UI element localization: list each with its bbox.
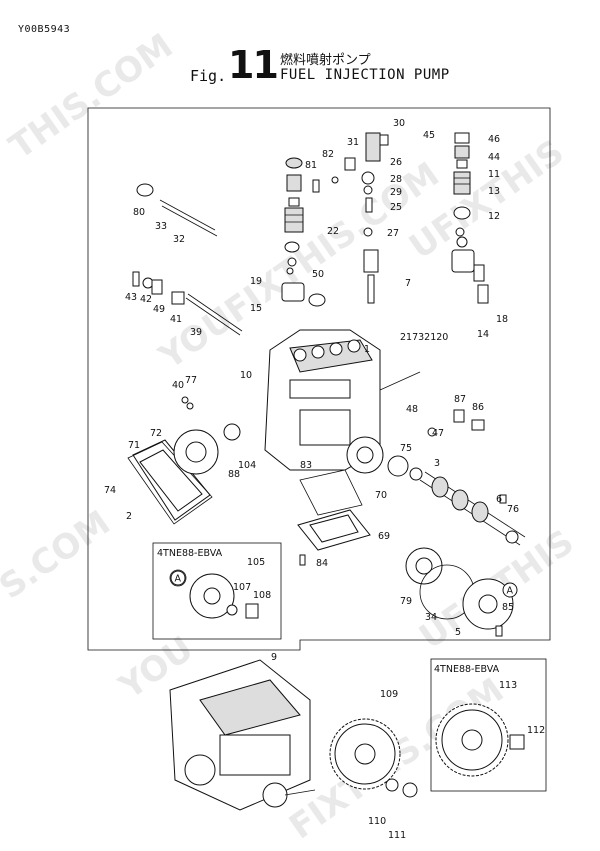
callout: 7	[405, 278, 411, 289]
figure-prefix: Fig.	[190, 67, 227, 85]
callout: 88	[228, 469, 240, 480]
callout: 41	[170, 314, 182, 325]
diagram-frame	[87, 107, 551, 651]
variant-box-main-title: 4TNE88-EBVA	[157, 548, 223, 559]
callout: 12	[488, 211, 500, 222]
callout: 80	[133, 207, 145, 218]
callout: 40	[172, 380, 184, 391]
callout: 29	[390, 187, 402, 198]
camshaft	[387, 455, 526, 546]
reference-marks: A A	[170, 570, 518, 598]
callout: 19	[250, 276, 262, 287]
callout: 82	[322, 149, 334, 160]
callout: 10	[240, 370, 252, 381]
callout: 9	[271, 652, 277, 663]
reference-mark-a: A	[175, 574, 182, 585]
callout: 28	[390, 174, 402, 185]
callout: 111	[388, 830, 406, 841]
callout: 39	[190, 327, 202, 338]
callout: 105	[247, 557, 265, 568]
callout: 15	[250, 303, 262, 314]
callout: 25	[390, 202, 402, 213]
side-cover-gasket	[127, 396, 241, 525]
assembled-pump	[169, 659, 316, 811]
callout: 43	[125, 292, 137, 303]
delivery-valve-group-left	[281, 157, 356, 307]
callout: 30	[393, 118, 405, 129]
callout: 21732120	[400, 332, 448, 343]
callout: 72	[150, 428, 162, 439]
pump-body	[264, 329, 421, 474]
callout: 2	[126, 511, 132, 522]
svg-text:THIS.COM: THIS.COM	[2, 26, 180, 167]
callout: 27	[387, 228, 399, 239]
callout: 3	[434, 458, 440, 469]
callout: 79	[400, 596, 412, 607]
callout: 81	[305, 160, 317, 171]
callout: 44	[488, 152, 500, 163]
callout: 84	[316, 558, 328, 569]
callout: 86	[472, 402, 484, 413]
callout: 6	[496, 494, 502, 505]
callout: 76	[507, 504, 519, 515]
left-small-parts	[132, 183, 243, 336]
callout: 75	[400, 443, 412, 454]
callout: 31	[347, 137, 359, 148]
callout: 14	[477, 329, 489, 340]
callout: 11	[488, 169, 500, 180]
callout: 110	[368, 816, 386, 827]
callout: 48	[406, 404, 418, 415]
figure-title-english: FUEL INJECTION PUMP	[280, 67, 450, 83]
callout: 107	[233, 582, 251, 593]
bearing-and-flange	[405, 409, 514, 637]
callout: 34	[425, 612, 437, 623]
callout: 46	[488, 134, 500, 145]
callout: 85	[502, 602, 514, 613]
variant-box-gear: 4TNE88-EBVA	[430, 658, 547, 792]
callout: 104	[238, 460, 256, 471]
document-code: Y00B5943	[18, 24, 71, 35]
callout: 1	[364, 344, 370, 355]
callout: 108	[253, 590, 271, 601]
svg-text:S.COM: S.COM	[0, 503, 118, 608]
oring-and-plate	[297, 469, 371, 566]
delivery-valve-group-middle	[361, 132, 389, 304]
callout: 69	[378, 531, 390, 542]
figure-number: 11	[228, 43, 279, 87]
callouts: 30 31 82 45 46 26 81 28 29 25 44 11 13 1…	[104, 118, 545, 841]
delivery-valve-group-right	[451, 132, 489, 304]
callout: 74	[104, 485, 116, 496]
callout: 45	[423, 130, 435, 141]
drive-gear	[329, 718, 418, 798]
callout: 112	[527, 725, 545, 736]
callout: 70	[375, 490, 387, 501]
reference-mark-a: A	[507, 586, 514, 597]
callout: 22	[327, 226, 339, 237]
callout: 13	[488, 186, 500, 197]
callout: 18	[496, 314, 508, 325]
callout: 109	[380, 689, 398, 700]
callout: 77	[185, 375, 197, 386]
callout: 83	[300, 460, 312, 471]
callout: 87	[454, 394, 466, 405]
variant-box-main: 4TNE88-EBVA	[152, 542, 282, 640]
callout: 47	[432, 428, 444, 439]
callout: 71	[128, 440, 140, 451]
callout: 49	[153, 304, 165, 315]
callout: 42	[140, 294, 152, 305]
callout: 5	[455, 627, 461, 638]
callout: 50	[312, 269, 324, 280]
callout: 33	[155, 221, 167, 232]
callout: 26	[390, 157, 402, 168]
callout: 32	[173, 234, 185, 245]
callout: 113	[499, 680, 517, 691]
variant-box-gear-title: 4TNE88-EBVA	[434, 664, 500, 675]
figure-title-japanese: 燃料噴射ポンプ	[280, 53, 371, 68]
